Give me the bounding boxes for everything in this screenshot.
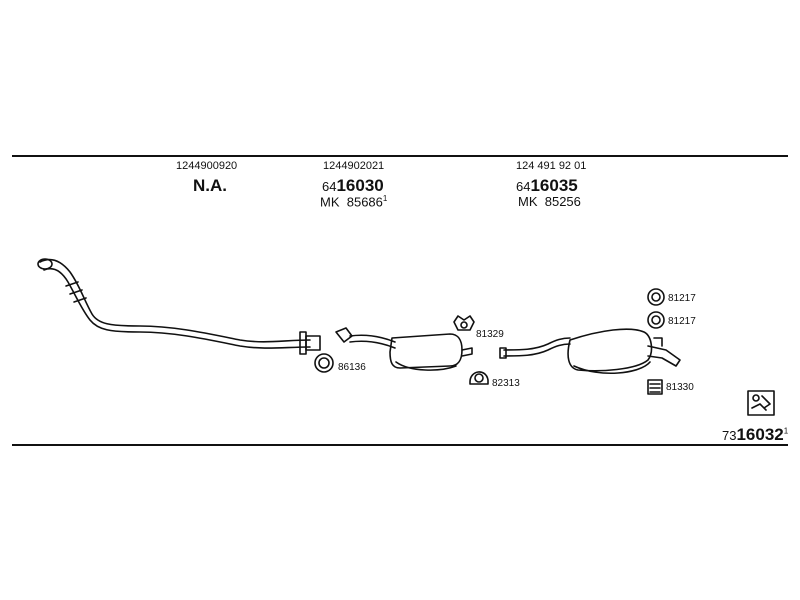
kit-number: 73160321 [722, 425, 788, 445]
clamp-86136 [314, 353, 334, 373]
label-81329: 81329 [476, 329, 504, 340]
code-3-prefix: 64 [516, 179, 531, 194]
label-81217-a: 81217 [668, 293, 696, 304]
part-number-3: 124 491 92 01 [516, 160, 587, 172]
code-2-prefix: 64 [322, 179, 337, 194]
label-81330: 81330 [666, 382, 694, 393]
rear-silencer [499, 328, 681, 375]
kit-sup: 1 [783, 426, 789, 436]
middle-silencer [335, 327, 473, 371]
part-number-2: 1244902021 [323, 160, 385, 172]
mount-81330 [647, 379, 663, 395]
part-number-1: 1244900920 [176, 160, 238, 172]
kit-icon [747, 390, 775, 416]
mk-3-prefix: MK [518, 194, 538, 209]
mk-3-number: 85256 [544, 194, 581, 209]
ring-81217-b [647, 311, 665, 329]
clamp-82313 [469, 371, 489, 385]
code-2-number: 16030 [336, 176, 384, 195]
front-pipe [37, 258, 321, 355]
code-2: 6416030 [322, 176, 384, 196]
mk-2-prefix: MK [320, 194, 340, 210]
code-3-number: 16035 [530, 176, 578, 195]
kit-prefix: 73 [722, 428, 737, 443]
code-1: N.A. [193, 176, 227, 195]
kit-code: 16032 [736, 425, 784, 444]
label-82313: 82313 [492, 378, 520, 389]
mk-3: MK 85256 [518, 194, 581, 209]
bottom-rule [12, 444, 788, 446]
top-rule [12, 155, 788, 157]
gasket-81329 [453, 315, 475, 331]
label-81217-b: 81217 [668, 316, 696, 327]
ring-81217-a [647, 288, 665, 306]
mk-2-sup: 1 [382, 194, 388, 203]
mk-2-number: 85686 [346, 194, 383, 210]
code-3: 6416035 [516, 176, 578, 196]
mk-2: MK 856861 [320, 194, 387, 209]
label-86136: 86136 [338, 362, 366, 373]
